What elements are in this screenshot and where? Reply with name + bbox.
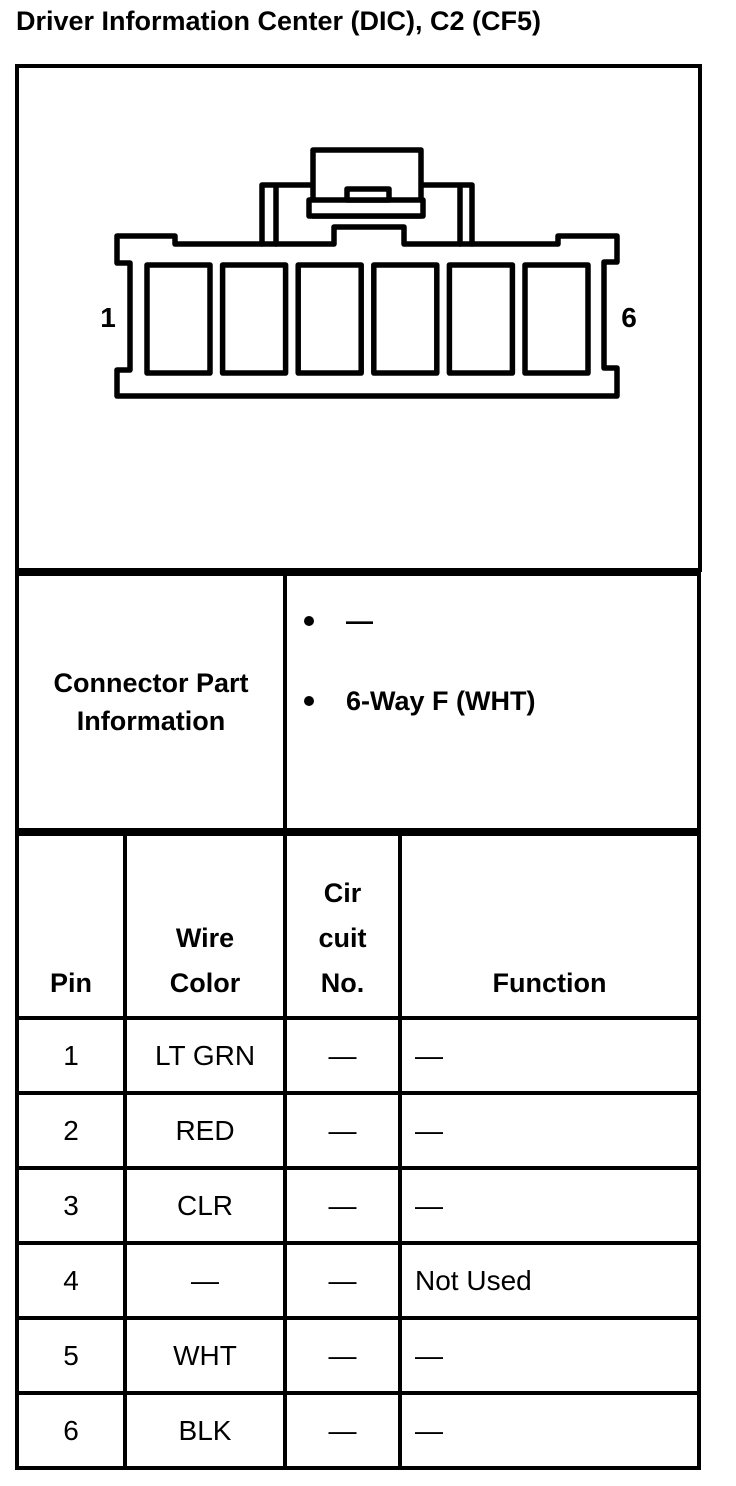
column-header-pin: Pin: [19, 836, 123, 1016]
latch-tab-notch: [344, 186, 392, 203]
connector-part-info-table: Connector Part Information — 6-Way F (WH…: [15, 572, 701, 832]
part-info-details-cell: — 6-Way F (WHT): [287, 576, 697, 828]
latch-housing-left: [259, 182, 316, 247]
part-info-item-text: 6-Way F (WHT): [346, 686, 536, 716]
pin-cell: 3: [19, 1170, 123, 1241]
wire-color-cell: BLK: [127, 1395, 283, 1466]
connector-face-drawing: 1 6: [100, 147, 637, 399]
wire-color-cell: —: [127, 1245, 283, 1316]
circuit-no-cell: —: [287, 1395, 398, 1466]
latch-housing-right: [418, 182, 475, 247]
terminal-cavity-2: [219, 262, 289, 376]
function-cell: —: [402, 1320, 697, 1391]
page-title: Driver Information Center (DIC), C2 (CF5…: [16, 6, 542, 36]
part-info-label: Connector Part Information: [53, 668, 249, 736]
function-cell: —: [402, 1170, 697, 1241]
function-cell: —: [402, 1095, 697, 1166]
function-cell: —: [402, 1395, 697, 1466]
pin-cell: 6: [19, 1395, 123, 1466]
column-header-circuit-no: Cir cuit No.: [287, 836, 398, 1016]
bullet-icon: [304, 616, 314, 626]
pin-6-label: 6: [621, 302, 637, 333]
part-info-item: 6-Way F (WHT): [287, 684, 697, 718]
terminal-cavity-4: [371, 262, 440, 376]
terminal-cavity-1: [144, 262, 213, 376]
circuit-no-cell: —: [287, 1095, 398, 1166]
part-info-item: —: [287, 604, 697, 638]
circuit-no-cell: —: [287, 1320, 398, 1391]
terminal-cavity-6: [522, 262, 591, 376]
pin-cell: 4: [19, 1245, 123, 1316]
function-cell: Not Used: [402, 1245, 697, 1316]
circuit-no-cell: —: [287, 1245, 398, 1316]
function-cell: —: [402, 1020, 697, 1091]
pin-cell: 1: [19, 1020, 123, 1091]
terminal-cavity-5: [446, 262, 516, 376]
part-info-label-cell: Connector Part Information: [19, 576, 283, 828]
wire-color-cell: RED: [127, 1095, 283, 1166]
wire-color-cell: CLR: [127, 1170, 283, 1241]
circuit-no-cell: —: [287, 1170, 398, 1241]
pin-cell: 2: [19, 1095, 123, 1166]
column-header-function: Function: [402, 836, 697, 1016]
pin-cell: 5: [19, 1320, 123, 1391]
pin-function-table: Pin Wire Color Cir cuit No. Function 1 L…: [15, 832, 701, 1470]
column-header-wire-color: Wire Color: [127, 836, 283, 1016]
terminal-cavity-3: [295, 262, 364, 376]
pin-1-label: 1: [100, 302, 116, 333]
wire-color-cell: LT GRN: [127, 1020, 283, 1091]
bullet-icon: [304, 696, 314, 706]
wire-color-cell: WHT: [127, 1320, 283, 1391]
part-info-item-text: —: [346, 606, 373, 636]
circuit-no-cell: —: [287, 1020, 398, 1091]
